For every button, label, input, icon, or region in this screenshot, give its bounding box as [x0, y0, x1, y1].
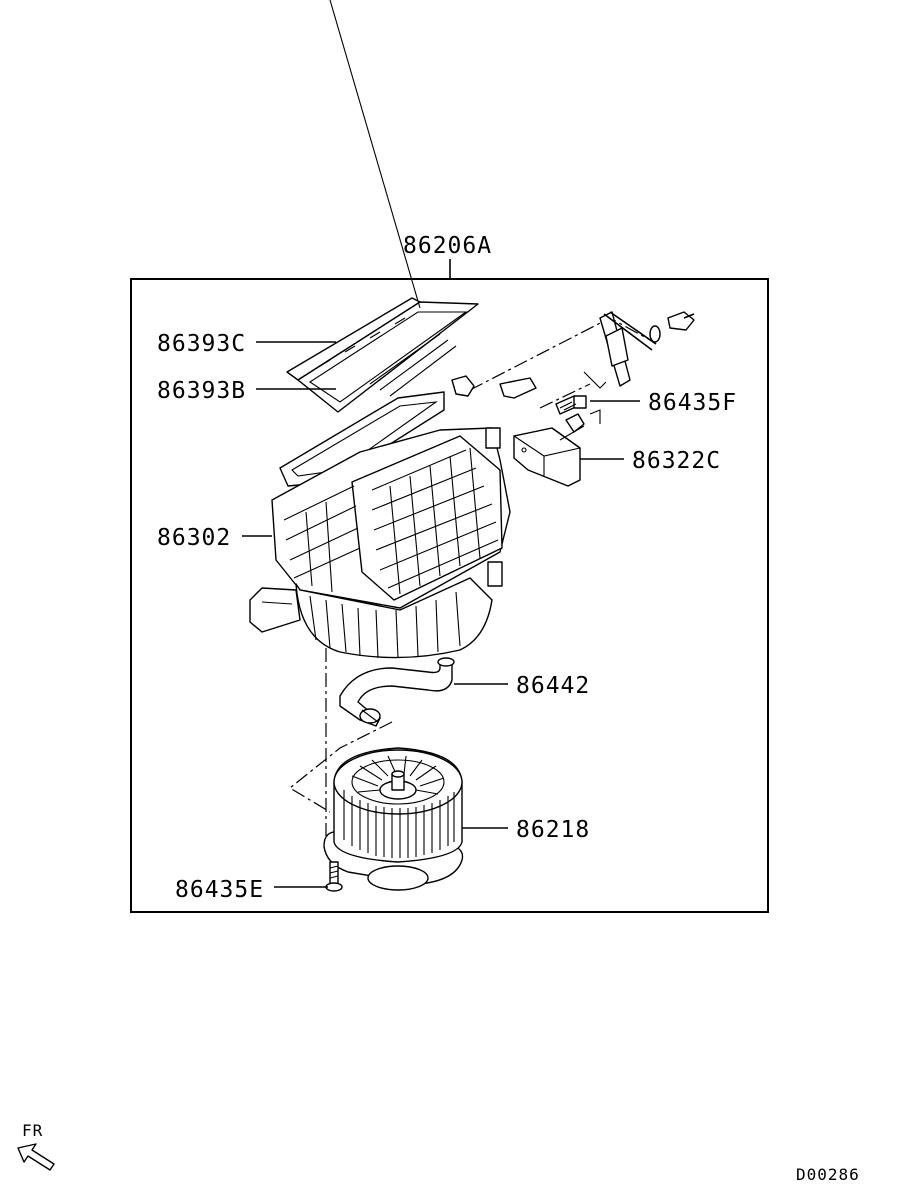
dashdot-leader-mid [539, 383, 591, 409]
callout-86302: 86302 [157, 525, 231, 551]
blower-case [249, 427, 511, 659]
callout-86435e: 86435E [175, 877, 264, 903]
callout-86393c: 86393C [157, 331, 246, 357]
assembly-label: 86206A [403, 233, 492, 259]
actuator [512, 425, 585, 487]
callout-86218: 86218 [516, 817, 590, 843]
callout-86393b: 86393B [157, 378, 246, 404]
damper-link-parts [451, 311, 695, 433]
callout-86322c: 86322C [632, 448, 721, 474]
callout-86435f: 86435F [648, 390, 737, 416]
diagram-code: D00286 [796, 1165, 860, 1184]
blower-motor [323, 747, 464, 891]
assembly-frame [130, 278, 769, 913]
direction-label: FR [22, 1121, 43, 1140]
drain-hose [339, 657, 455, 727]
callout-86442: 86442 [516, 673, 590, 699]
front-direction-arrow-icon [17, 1143, 55, 1171]
dashdot-leader-blower [288, 721, 393, 813]
filter-seal [279, 391, 445, 487]
filter-cover [286, 0, 479, 413]
